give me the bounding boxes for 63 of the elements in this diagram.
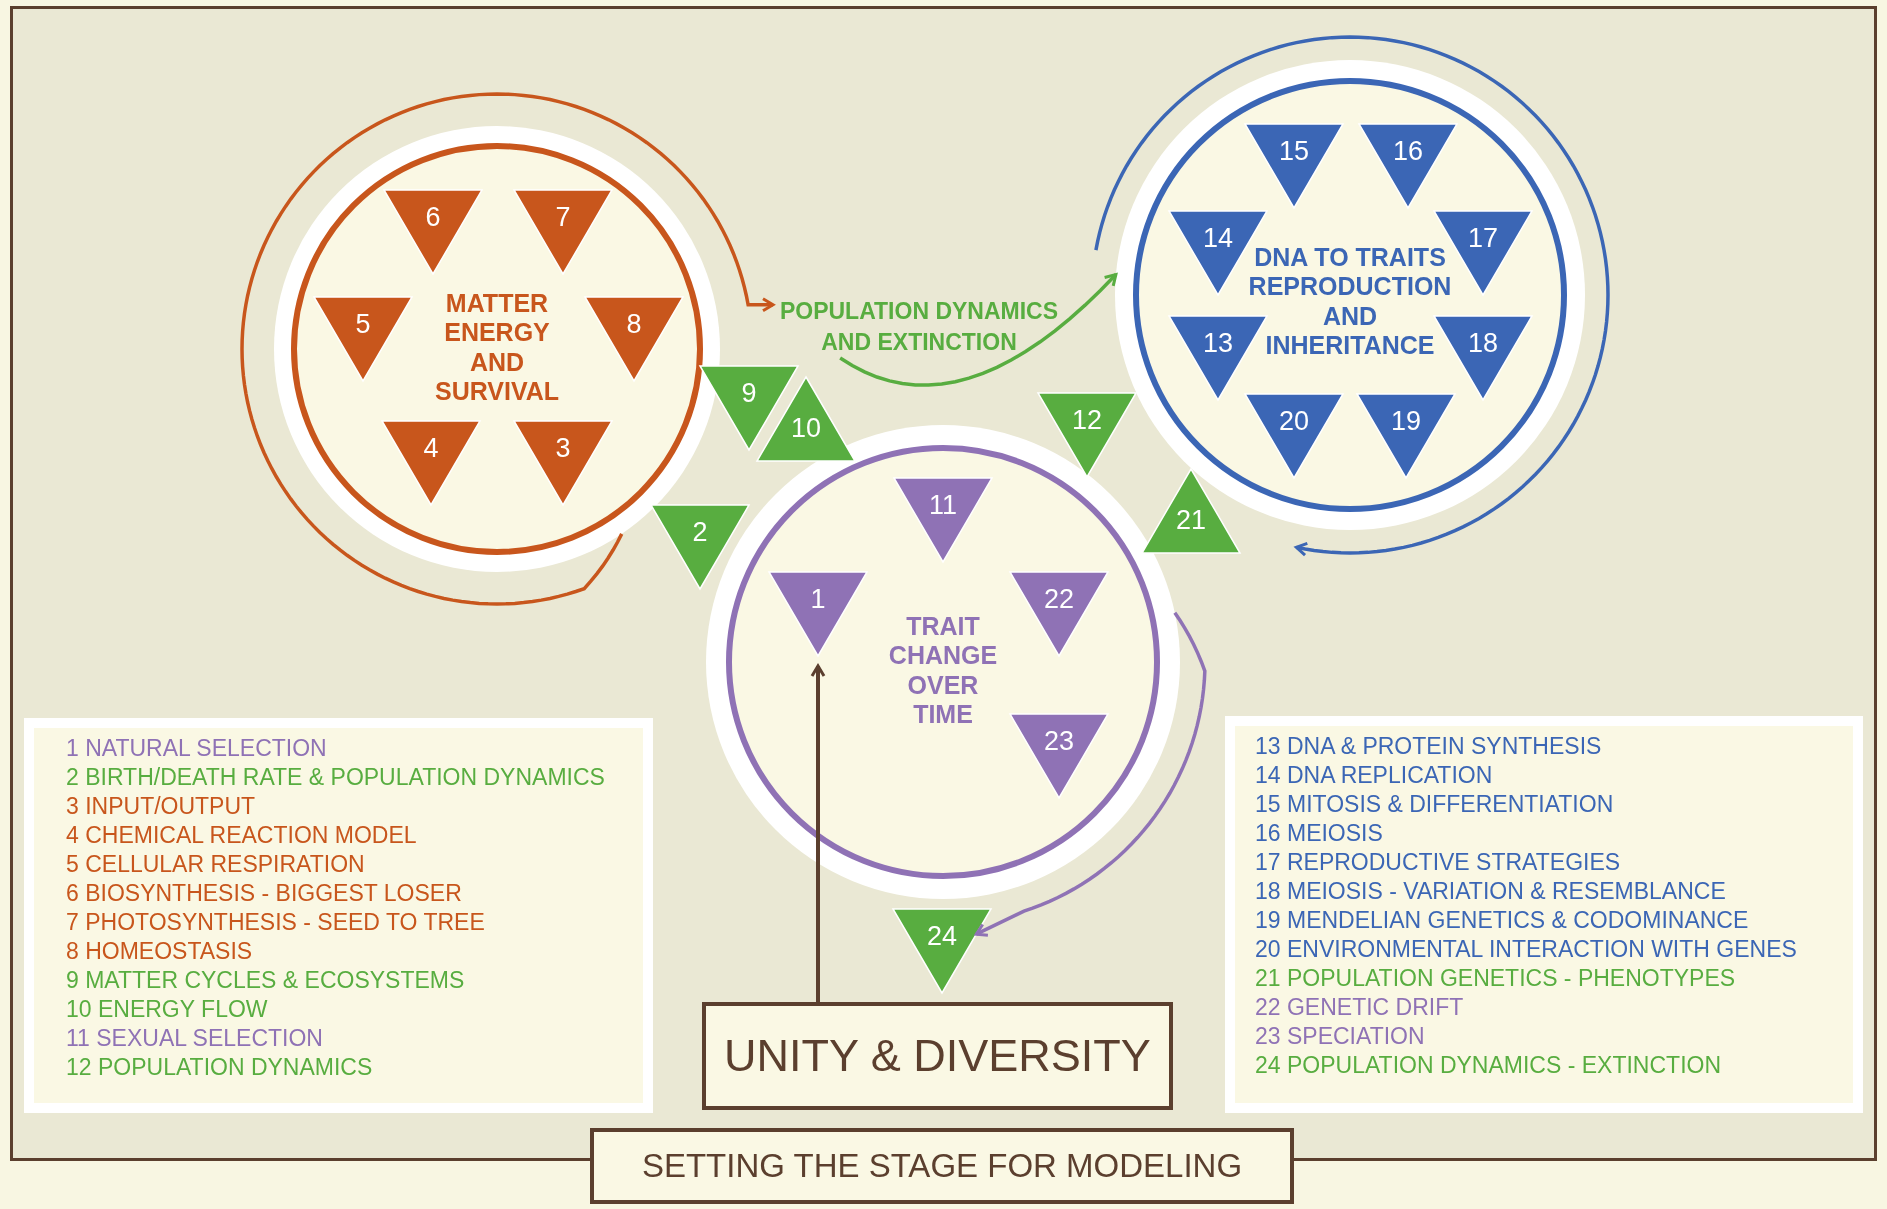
lesson-number: 22 (1044, 585, 1074, 615)
list-item: 11 SEXUAL SELECTION (66, 1024, 323, 1053)
arrow (810, 664, 826, 1002)
arrow (240, 92, 775, 606)
arrow (839, 273, 1118, 387)
list-item: 7 PHOTOSYNTHESIS - SEED TO TREE (66, 908, 485, 937)
heading-frame (702, 1002, 1173, 1110)
lesson-number: 19 (1391, 407, 1421, 437)
list-item: 14 DNA REPLICATION (1255, 761, 1493, 790)
lesson-number: 6 (425, 203, 441, 233)
list-panel (24, 718, 653, 1113)
list-item: 17 REPRODUCTIVE STRATEGIES (1255, 848, 1621, 877)
circle-title: MATTER ENERGY AND SURVIVAL (434, 288, 560, 406)
lesson-number: 10 (791, 414, 821, 444)
arrow (1094, 35, 1610, 557)
lesson-number: 23 (1044, 727, 1074, 757)
list-item: 6 BIOSYNTHESIS - BIGGEST LOSER (66, 879, 462, 908)
circle-title: DNA TO TRAITS REPRODUCTION AND INHERITANCE (1247, 242, 1453, 360)
lesson-number: 7 (555, 203, 571, 233)
list-item: 1 NATURAL SELECTION (66, 734, 327, 763)
list-item: 5 CELLULAR RESPIRATION (66, 850, 365, 879)
lesson-number: 1 (810, 585, 826, 615)
lesson-number: 2 (692, 518, 708, 548)
heading-text: UNITY & DIVERSITY (724, 1030, 1151, 1082)
list-item: 20 ENVIRONMENTAL INTERACTION WITH GENES (1255, 935, 1797, 964)
lesson-number: 4 (423, 434, 439, 464)
list-item: 9 MATTER CYCLES & ECOSYSTEMS (66, 966, 465, 995)
list-item: 3 INPUT/OUTPUT (66, 792, 256, 821)
lesson-number: 3 (555, 434, 571, 464)
arrow (974, 611, 1207, 937)
list-item: 13 DNA & PROTEIN SYNTHESIS (1255, 732, 1602, 761)
list-item: 16 MEIOSIS (1255, 819, 1383, 848)
list-item: 23 SPECIATION (1255, 1022, 1425, 1051)
list-item: 24 POPULATION DYNAMICS - EXTINCTION (1255, 1051, 1722, 1080)
lesson-number: 8 (626, 310, 642, 340)
topic-label: POPULATION DYNAMICS AND EXTINCTION (778, 297, 1060, 358)
list-item: 10 ENERGY FLOW (66, 995, 268, 1024)
lesson-number: 15 (1279, 137, 1309, 167)
list-item: 19 MENDELIAN GENETICS & CODOMINANCE (1255, 906, 1749, 935)
list-item: 8 HOMEOSTASIS (66, 937, 253, 966)
lesson-number: 12 (1072, 406, 1102, 436)
lesson-number: 24 (927, 922, 957, 952)
list-item: 4 CHEMICAL REACTION MODEL (66, 821, 417, 850)
list-item: 18 MEIOSIS - VARIATION & RESEMBLANCE (1255, 877, 1726, 906)
list-item: 21 POPULATION GENETICS - PHENOTYPES (1255, 964, 1736, 993)
heading-frame (590, 1128, 1294, 1204)
heading-text: SETTING THE STAGE FOR MODELING (641, 1147, 1243, 1185)
lesson-number: 17 (1468, 224, 1498, 254)
lesson-number: 18 (1468, 329, 1498, 359)
lesson-number: 21 (1176, 506, 1206, 536)
lesson-number: 20 (1279, 407, 1309, 437)
lesson-number: 5 (355, 310, 371, 340)
circle-title: TRAIT CHANGE OVER TIME (888, 611, 998, 729)
lesson-number: 11 (929, 491, 957, 521)
list-item: 2 BIRTH/DEATH RATE & POPULATION DYNAMICS (66, 763, 605, 792)
lesson-number: 13 (1203, 329, 1233, 359)
list-item: 15 MITOSIS & DIFFERENTIATION (1255, 790, 1614, 819)
list-item: 22 GENETIC DRIFT (1255, 993, 1464, 1022)
lesson-number: 9 (741, 379, 757, 409)
lesson-number: 14 (1203, 224, 1233, 254)
list-item: 12 POPULATION DYNAMICS (66, 1053, 373, 1082)
list-panel (1225, 716, 1863, 1113)
lesson-number: 16 (1393, 137, 1423, 167)
